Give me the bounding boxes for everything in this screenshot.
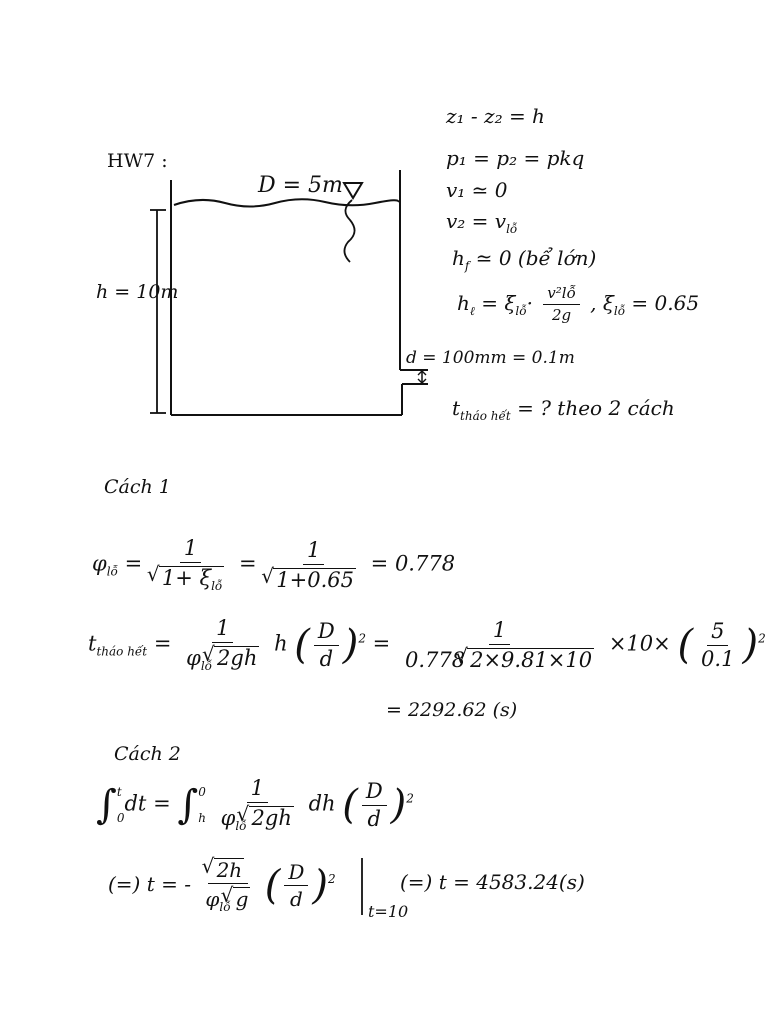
method1-result: = 2292.62 (s) [386,699,518,721]
orifice-label: d = 100mm = 0.1m [406,348,575,368]
given-elevation: z₁ - z₂ = h [446,104,545,128]
time-formula: ttháo hết = 1φlỗ2gh h (Dd)2 = 10.7782×9.… [88,618,766,673]
free-surface-symbol [342,182,364,200]
diameter-label: D = 5m [258,173,343,198]
given-pressure: p₁ = p₂ = pkq [446,146,585,170]
solution-expression: (=) t = - 2hφlỗg (Dd)2 [108,856,336,913]
water-surface [173,198,400,208]
surface-wave-line [343,199,356,263]
given-velocity-2: v₂ = vlỗ [446,209,518,236]
given-velocity-1: v₁ ≃ 0 [446,178,508,202]
orifice-dimension-arrows [417,370,427,384]
question-line: ttháo hết = ? theo 2 cách [452,396,675,423]
method1-heading: Cách 1 [104,476,171,498]
given-friction-loss: hf ≃ 0 (bể lớn) [452,246,597,273]
evaluation-bound: t=10 [368,902,409,921]
method2-heading: Cách 2 [114,743,181,765]
height-label: h = 10m [96,281,179,303]
homework-label: HW7 : [107,150,168,172]
phi-equation: φlỗ = 11+ ξlỗ = 11+0.65 = 0.778 [92,538,455,593]
method2-result: (=) t = 4583.24(s) [400,870,585,894]
